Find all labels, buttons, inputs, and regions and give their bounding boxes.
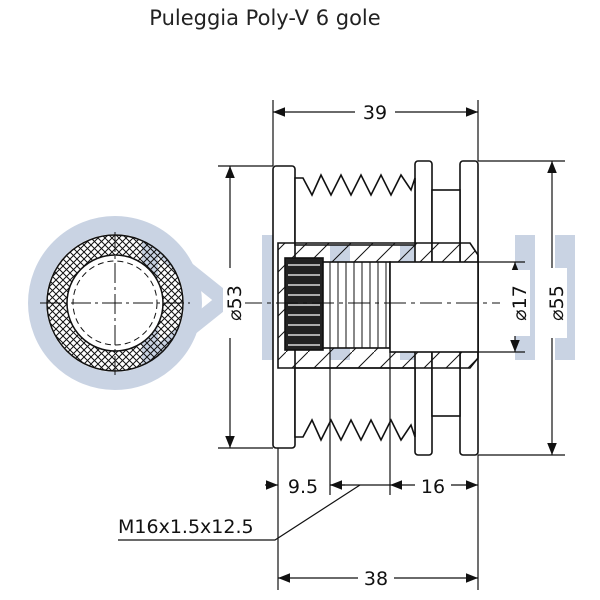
end-view-splined-bore xyxy=(40,232,190,375)
dim-length-38: 38 xyxy=(364,568,388,590)
dim-spline-depth: 9.5 xyxy=(288,476,318,498)
dim-diameter-53: ⌀53 xyxy=(224,285,246,321)
pulley-side-section xyxy=(272,160,479,456)
dim-thread: M16x1.5x12.5 xyxy=(118,516,254,538)
dim-length-39: 39 xyxy=(363,102,387,124)
dim-diameter-55: ⌀55 xyxy=(546,285,568,321)
drawing-title: Puleggia Poly-V 6 gole xyxy=(149,6,381,30)
dim-bore-depth: 16 xyxy=(421,476,445,498)
dim-diameter-17: ⌀17 xyxy=(509,285,531,321)
dimension-labels: 39 38 9.5 16 M16x1.5x12.5 ⌀53 ⌀17 ⌀55 xyxy=(118,100,568,590)
